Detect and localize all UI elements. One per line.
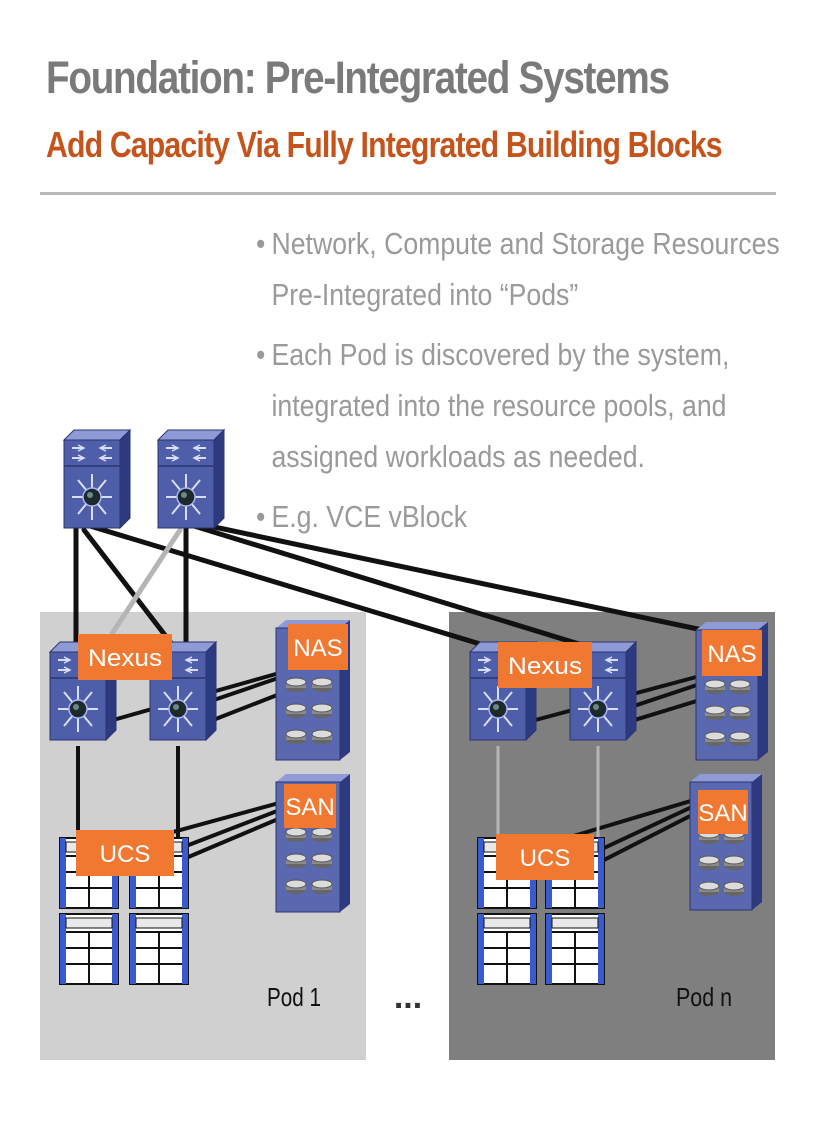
pod-n-san-label-box [698,790,748,834]
bullet-text: Network, Compute and Storage Resources P… [271,226,780,312]
pod-n-nas-label: NAS [707,641,756,668]
core-uplink-grey [101,527,183,649]
title-divider [40,192,776,195]
pod-1-ucs-label: UCS [100,841,151,868]
pod-n-ucs-chassis-3 [477,913,537,985]
slide-title: Foundation: Pre-Integrated Systems [46,52,670,103]
pod-1-san-label: SAN [285,794,334,821]
bullet-item: • E.g. VCE vBlock [256,491,787,542]
bullet-dot: • [256,499,266,534]
core-uplinks [73,521,715,655]
pod-n-ucs-label-box [496,834,594,880]
bullet-dot: • [256,226,266,261]
core-switch-1 [63,429,131,529]
bullet-dot: • [256,337,266,372]
pod-n-ucs-chassis-4 [545,913,605,985]
core-switch-2 [157,429,225,529]
pod-1-label: Pod 1 [267,982,321,1012]
pod-1-nexus-label: Nexus [88,645,162,672]
pod-1-ucs-chassis-4 [129,913,189,985]
pod-1-ucs-chassis-3 [59,913,119,985]
bullet-text: E.g. VCE vBlock [271,499,468,534]
pod-1-nexus-label-box [78,634,172,680]
pod-n-nexus-label: Nexus [508,653,582,680]
pod-n-nexus-label-box [498,642,592,688]
pod-n-nas-label-box [702,630,762,676]
pod-n-san-label: SAN [698,800,747,827]
slide-subtitle: Add Capacity Via Fully Integrated Buildi… [46,124,723,165]
pod-n-label: Pod n [676,982,732,1012]
pod-1-nas-label-box [288,624,348,670]
pod-ellipsis: ... [394,978,422,1016]
bullet-item: • Each Pod is discovered by the system, … [256,329,787,482]
pod-n-ucs-label: UCS [520,845,571,872]
bullet-item: • Network, Compute and Storage Resources… [256,218,787,320]
bullet-text: Each Pod is discovered by the system, in… [271,337,730,474]
pod-1-san-label-box [284,784,336,828]
bullet-list: • Network, Compute and Storage Resources… [256,218,796,551]
pod-1-ucs-label-box [76,830,174,876]
pod-1-nas-label: NAS [293,635,342,662]
pod-n-grey-links [496,746,600,842]
